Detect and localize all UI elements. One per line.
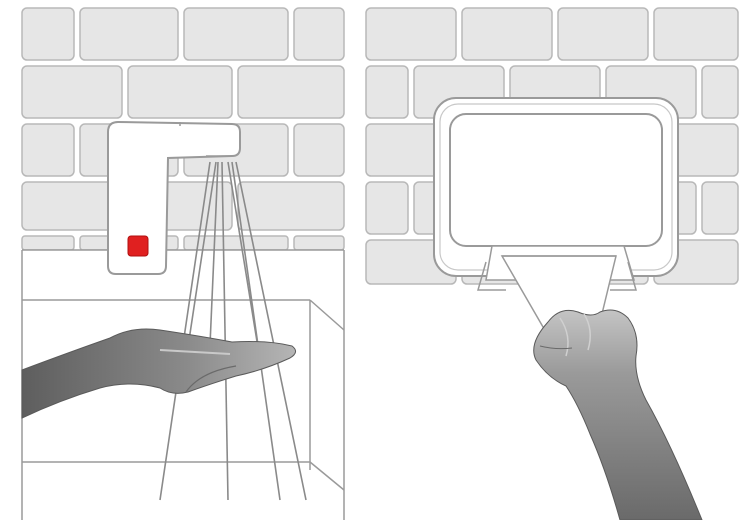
left-panel	[21, 7, 345, 520]
sensor-faucet	[107, 120, 241, 275]
hand-left	[21, 328, 296, 419]
towel-dispenser	[433, 97, 679, 291]
left-tile-wall	[21, 7, 345, 251]
sensor-beams	[159, 161, 307, 501]
sensor-light	[127, 235, 149, 257]
hand-right	[533, 309, 703, 520]
right-panel	[365, 7, 739, 520]
